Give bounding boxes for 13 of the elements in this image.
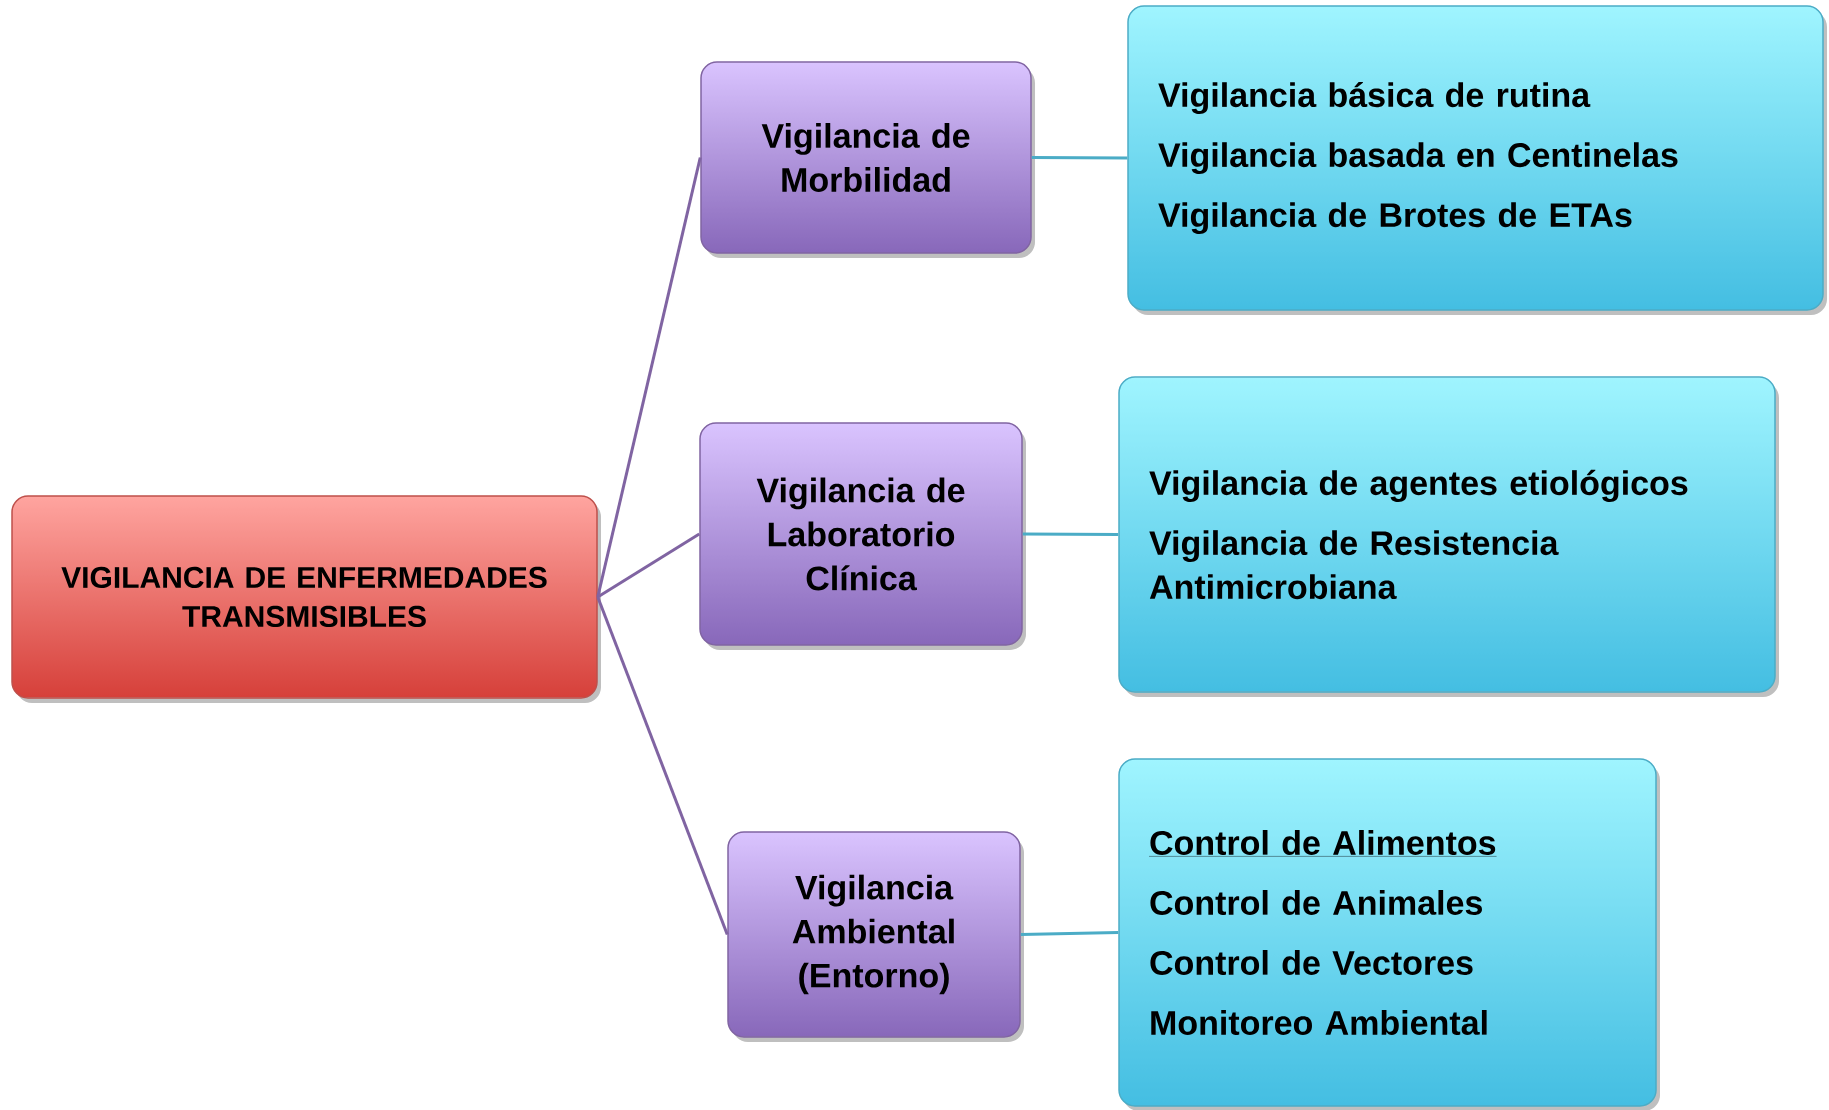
detail-box: Vigilancia básica de rutina Vigilancia basada en Centinelas Vigilancia de Brotes de ETAs: [1127, 5, 1827, 315]
category-box: Vigilancia de Morbilidad: [700, 61, 1035, 258]
connector-line: [1020, 931, 1119, 936]
connector-line: [596, 596, 729, 936]
category-box: Vigilancia de Laboratorio Clínica: [699, 422, 1026, 650]
topic-box: VIGILANCIA DE ENFERMEDADES TRANSMISIBLES: [11, 495, 601, 703]
detail-box: Control de Alimentos Control de Animales Control de Vectores Monitoreo Ambiental: [1118, 758, 1660, 1110]
detail-box: Vigilancia de agentes etiológicos Vigilancia de Resistencia Antimicrobiana: [1118, 376, 1779, 697]
connector-line: [596, 532, 701, 599]
category-box: Vigilancia Ambiental (Entorno): [727, 831, 1024, 1042]
connector-line: [1022, 532, 1119, 536]
connector-line: [1031, 156, 1128, 160]
connector-line: [596, 157, 702, 598]
